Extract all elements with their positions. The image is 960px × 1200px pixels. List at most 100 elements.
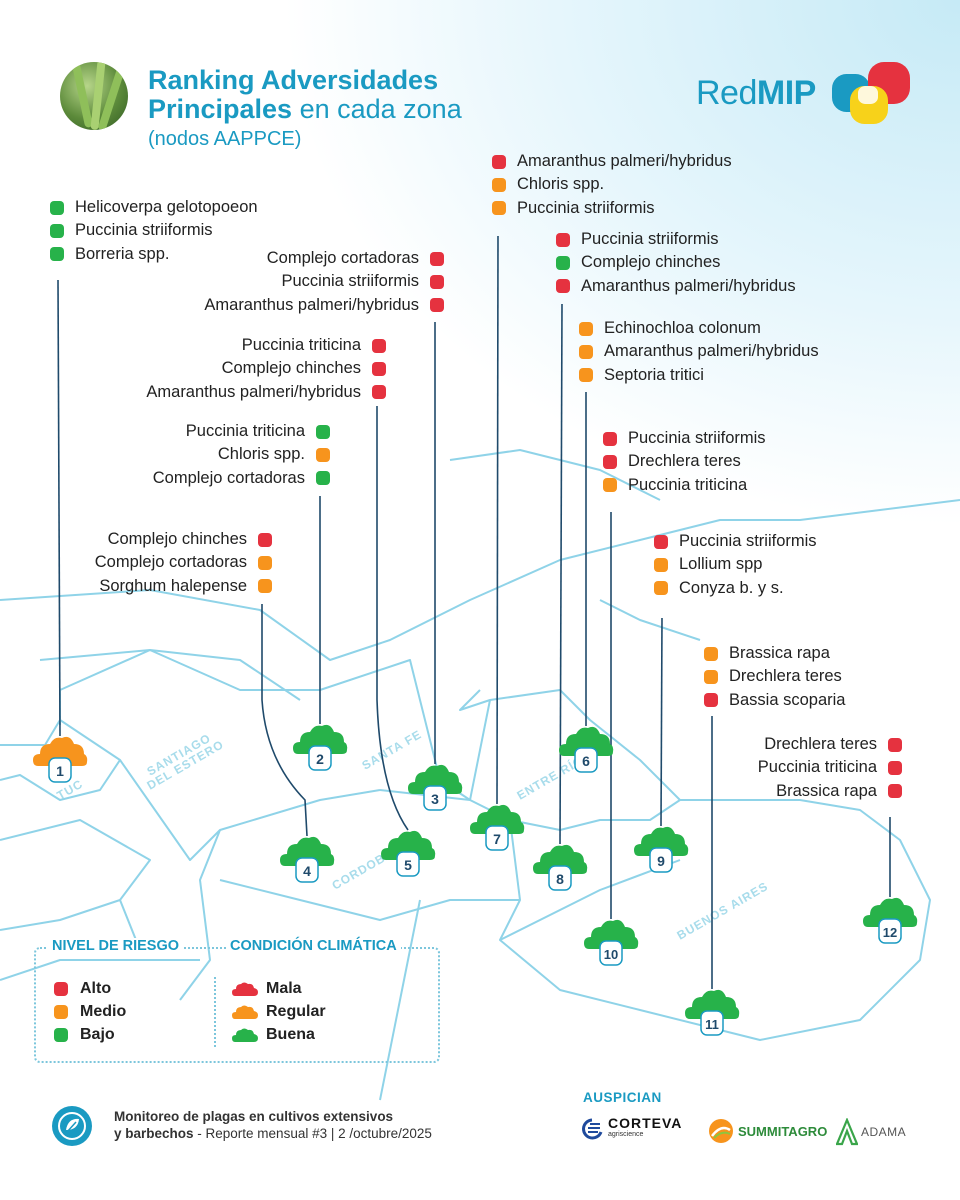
risk-medio-marker [579,368,593,383]
adversity-name: Amaranthus palmeri/hybridus [146,382,361,401]
adversity-item: Helicoverpa gelotopoeon [50,196,258,219]
adversity-name: Complejo chinches [107,530,247,548]
adversity-name: Puccinia striiformis [517,198,655,217]
risk-alto-marker [372,385,386,400]
adversity-item: Amaranthus palmeri/hybridus [146,381,386,404]
zone-number: 3 [431,791,439,807]
risk-bajo-marker [556,255,570,270]
adversity-item: Puccinia triticina [603,474,766,497]
cloud-icon [863,897,918,927]
adversity-name: Helicoverpa gelotopoeon [75,198,258,216]
risk-medio-marker [579,344,593,359]
wheat-photo [60,62,128,130]
zone-1-marker: 1 [33,736,88,783]
risk-medio-marker [258,579,272,594]
risk-bajo-marker [316,471,330,486]
zone-badge [548,865,572,891]
corteva-logo: CORTEVA agriscience [580,1116,682,1140]
legend-risk-bajo: Bajo [54,1026,115,1044]
zone-number: 4 [303,863,311,879]
cloud-icon [685,989,740,1019]
redmip-logo-icon [828,60,918,130]
adversity-item: Puccinia triticina [758,756,902,779]
adversity-item: Puccinia striiformis [654,530,817,553]
adversity-name: Chloris spp. [517,175,605,194]
adversity-item: Puccinia striiformis [492,197,732,220]
adversity-name: Borreria spp. [75,244,170,263]
zone-badge [649,847,673,873]
cloud-icon [559,726,614,756]
adversity-name: Complejo chinches [221,359,361,378]
zone-number: 5 [404,857,412,873]
risk-medio-marker [603,478,617,493]
zone-badge [396,851,420,877]
adversity-item: Drechlera teres [758,733,902,756]
zone-6-marker: 6 [559,726,614,773]
page-title: Ranking Adversidades Principales en cada… [148,65,462,124]
risk-medio-marker [258,555,272,570]
adversity-item: Brassica rapa [704,642,845,665]
summitagro-icon [709,1119,733,1143]
adversity-name: Bassia scoparia [729,690,846,709]
adversity-item: Conyza b. y s. [654,577,817,600]
province-buenos-aires: BUENOS AIRES [675,879,771,943]
zone-5-marker: 5 [381,830,436,877]
adversity-name: Puccinia triticina [241,336,361,354]
adversity-item: Septoria tritici [579,364,819,387]
adversity-name: Conyza b. y s. [679,578,784,597]
adama-icon [836,1118,858,1146]
zone-4-leader-line [261,604,308,837]
legend-risk-alto: Alto [54,980,111,998]
zone-badge [574,747,598,773]
zone-9-leader-line [660,617,663,827]
zone-number: 7 [493,831,501,847]
risk-alto-marker [888,760,902,775]
zone-10-marker: 10 [584,919,639,966]
zone-5-leader-line [376,406,409,831]
zone-11-marker: 11 [685,989,740,1036]
risk-medio-marker [704,646,718,661]
legend-climate-regular: Regular [232,1003,326,1021]
risk-medio-marker [316,447,330,462]
adversity-name: Septoria tritici [604,365,704,384]
zone-9-marker: 9 [634,826,689,873]
cloud-icon [634,826,689,856]
risk-alto-marker [430,298,444,313]
adversity-name: Puccinia triticina [185,422,305,440]
province-santa-fe: SANTA FE [360,727,425,772]
risk-alto-marker [603,454,617,469]
legend: NIVEL DE RIESGO CONDICIÓN CLIMÁTICA Alto… [34,938,440,1063]
adama-logo: ADAMA [836,1118,906,1146]
adversity-name: Amaranthus palmeri/hybridus [517,152,732,170]
zone-number: 1 [56,763,64,779]
zone-badge [700,1010,724,1036]
corteva-icon [582,1118,603,1140]
zone-number: 6 [582,753,590,769]
adversity-item: Puccinia striiformis [204,270,444,293]
zone-7-marker: 7 [470,804,525,851]
adversity-item: Drechlera teres [603,450,766,473]
adversity-item: Complejo chinches [146,357,386,380]
zone-badge [878,918,902,944]
cloud-icon-green [232,1028,258,1042]
adversity-item: Sorghum halepense [95,575,272,598]
risk-medio-marker [492,201,506,216]
zone-badge [308,745,332,771]
risk-bajo-marker [50,200,64,215]
risk-medio-marker [579,321,593,336]
adversity-item: Brassica rapa [758,780,902,803]
adversity-item: Amaranthus palmeri/hybridus [492,150,732,173]
risk-medio-marker [704,669,718,684]
adversity-item: Amaranthus palmeri/hybridus [556,275,796,298]
zone-7-leader-line [496,235,499,805]
zone-number: 9 [657,853,665,869]
adversity-item: Amaranthus palmeri/hybridus [204,294,444,317]
